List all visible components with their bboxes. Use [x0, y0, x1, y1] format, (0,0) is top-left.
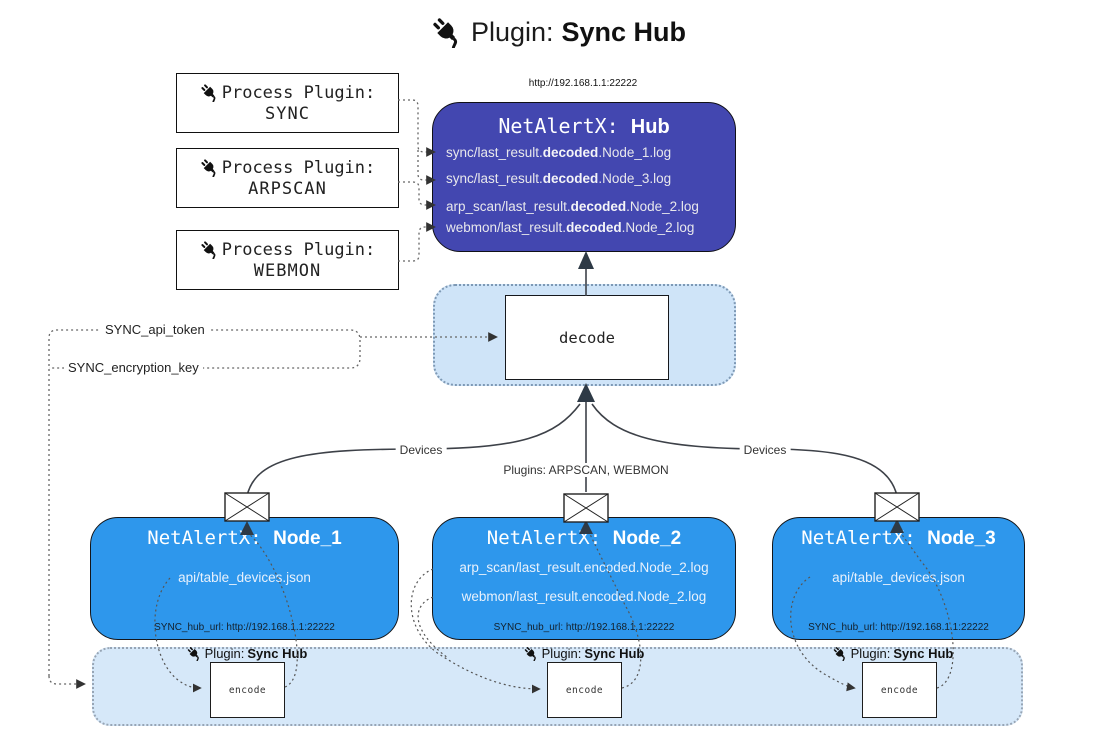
hub-log-line: arp_scan/last_result.decoded.Node_2.log: [446, 199, 699, 214]
hub-box: NetAlertX: Hub sync/last_result.decoded.…: [432, 102, 736, 252]
node-title: NetAlertX: Node_1: [147, 527, 342, 549]
edge-label-devices-left: Devices: [395, 443, 447, 457]
process-plugin-name: ARPSCAN: [248, 178, 327, 199]
encoder-2-label: Plugin:Sync Hub: [524, 646, 644, 661]
hub-log-line: sync/last_result.decoded.Node_3.log: [446, 171, 672, 186]
hub-title-name: Hub: [630, 116, 670, 138]
process-plugin-arpscan: Process Plugin: ARPSCAN: [176, 148, 399, 208]
process-plugin-name: SYNC: [265, 103, 310, 124]
encoder-3-label: Plugin:Sync Hub: [833, 646, 953, 661]
node-2-box: NetAlertX: Node_2 arp_scan/last_result.e…: [432, 517, 736, 640]
encode-box-2: encode: [547, 662, 622, 718]
hub-log-line: webmon/last_result.decoded.Node_2.log: [446, 220, 695, 235]
page-title: Plugin: Sync Hub: [0, 16, 1117, 48]
plug-icon: [200, 240, 219, 259]
page-title-bold: Sync Hub: [561, 16, 687, 47]
process-plugin-label: Process Plugin:: [221, 157, 376, 178]
plug-icon: [200, 83, 219, 102]
plug-icon: [200, 158, 219, 177]
plug-icon: [833, 646, 848, 661]
page-title-prefix: Plugin:: [470, 16, 554, 47]
encoder-1-label: Plugin:Sync Hub: [187, 646, 307, 661]
node-hub-url: SYNC_hub_url: http://192.168.1.1:22222: [493, 622, 675, 633]
node-hub-url: SYNC_hub_url: http://192.168.1.1:22222: [154, 622, 335, 633]
node-file-line: arp_scan/last_result.encoded.Node_2.log: [459, 560, 709, 575]
node-3-box: NetAlertX: Node_3 api/table_devices.json…: [772, 517, 1025, 640]
process-plugin-name: WEBMON: [253, 260, 322, 281]
node-1-box: NetAlertX: Node_1 api/table_devices.json…: [90, 517, 399, 640]
hub-log-line: sync/last_result.decoded.Node_1.log: [446, 145, 672, 160]
process-plugin-label: Process Plugin:: [221, 239, 376, 260]
edge-label-devices-right: Devices: [739, 443, 791, 457]
plug-icon: [524, 646, 539, 661]
decode-box: decode: [505, 295, 669, 380]
hub-title-prefix: NetAlertX:: [498, 114, 619, 138]
node-file-line: webmon/last_result.encoded.Node_2.log: [461, 589, 707, 604]
connector-plugins-to-hub: [398, 99, 436, 262]
process-plugin-sync: Process Plugin: SYNC: [176, 73, 399, 133]
hub-title: NetAlertX: Hub: [433, 114, 735, 139]
plug-icon: [187, 646, 202, 661]
sync-api-token-label: SYNC_api_token: [101, 322, 209, 337]
process-plugin-webmon: Process Plugin: WEBMON: [176, 230, 399, 290]
node-file-line: api/table_devices.json: [178, 570, 311, 585]
edge-label-plugins-center: Plugins: ARPSCAN, WEBMON: [499, 463, 673, 477]
node-file-line: api/table_devices.json: [832, 570, 965, 585]
node-title: NetAlertX: Node_2: [486, 527, 682, 549]
encode-box-1: encode: [210, 662, 285, 718]
node-title: NetAlertX: Node_3: [801, 527, 996, 549]
encode-box-3: encode: [862, 662, 937, 718]
sync-encryption-key-label: SYNC_encryption_key: [64, 360, 203, 375]
process-plugin-label: Process Plugin:: [221, 82, 376, 103]
plug-icon: [431, 16, 463, 48]
hub-url: http://192.168.1.1:22222: [528, 78, 638, 89]
node-hub-url: SYNC_hub_url: http://192.168.1.1:22222: [808, 622, 989, 633]
